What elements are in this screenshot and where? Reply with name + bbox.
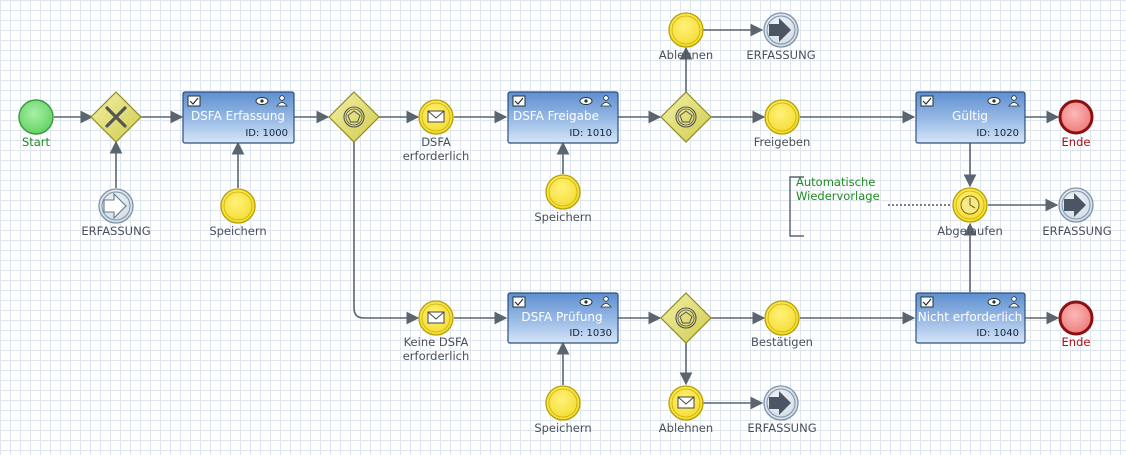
ablehnen-label: Ablehnen xyxy=(659,48,713,62)
eye-icon xyxy=(579,298,593,306)
task-name: DSFA Freigabe xyxy=(513,109,599,123)
event-speichern-2[interactable]: Speichern xyxy=(534,174,592,224)
task-id: ID: 1010 xyxy=(569,128,612,139)
annotation-line-2: Wiedervorlage xyxy=(796,189,880,203)
people-icon xyxy=(600,296,612,308)
envelope-icon xyxy=(427,110,445,123)
start-label: Start xyxy=(22,135,51,149)
gateway-event-based-2[interactable] xyxy=(660,91,712,143)
flow-gateway2-to-keine xyxy=(353,142,420,325)
people-icon xyxy=(1008,95,1020,107)
gateway-exclusive-1[interactable] xyxy=(90,91,142,143)
link-event-erfassung-2[interactable]: ERFASSUNG xyxy=(746,12,816,62)
clock-icon xyxy=(960,195,980,215)
annotation-line-1: Automatische xyxy=(796,175,875,189)
task-dsfa-erfassung[interactable]: DSFA Erfassung ID: 1000 xyxy=(182,91,295,144)
task-dsfa-pruefung[interactable]: DSFA Prüfung ID: 1030 xyxy=(507,292,619,344)
link-label: ERFASSUNG xyxy=(746,48,815,62)
task-name: Gültig xyxy=(952,109,988,123)
event-dsfa-erforderlich[interactable]: DSFA erforderlich xyxy=(403,99,470,163)
task-name: DSFA Erfassung xyxy=(191,109,285,123)
people-icon xyxy=(276,95,288,107)
x-icon xyxy=(105,106,127,128)
keine-label-line-1: Keine DSFA xyxy=(404,335,469,349)
link-event-erfassung-1[interactable]: ERFASSUNG xyxy=(81,188,151,238)
event-freigeben[interactable]: Freigeben xyxy=(754,99,811,149)
event-speichern-1[interactable]: Speichern xyxy=(209,188,267,238)
start-event[interactable]: Start xyxy=(18,99,54,149)
pentagon-icon xyxy=(679,110,693,123)
speichern-label: Speichern xyxy=(209,224,266,238)
arrow-right-icon xyxy=(769,391,791,415)
sequence-flows xyxy=(54,23,1060,410)
arrow-right-icon xyxy=(769,18,791,42)
task-nicht-erforderlich[interactable]: Nicht erforderlich ID: 1040 xyxy=(915,292,1026,344)
task-id: ID: 1000 xyxy=(245,128,288,139)
eye-icon xyxy=(255,97,269,105)
user-task-icon xyxy=(920,95,934,107)
people-icon xyxy=(600,95,612,107)
keine-label-line-2: erforderlich xyxy=(403,349,470,363)
bestaetigen-label: Bestätigen xyxy=(751,335,813,349)
task-name: Nicht erforderlich xyxy=(918,310,1022,324)
task-dsfa-freigabe[interactable]: DSFA Freigabe ID: 1010 xyxy=(507,91,619,144)
end-label: Ende xyxy=(1062,135,1091,149)
task-gueltig[interactable]: Gültig ID: 1020 xyxy=(915,91,1026,144)
user-task-icon xyxy=(920,296,934,308)
gateway-event-based-3[interactable] xyxy=(660,292,712,344)
people-icon xyxy=(1008,296,1020,308)
envelope-icon xyxy=(677,396,695,409)
event-bestaetigen[interactable]: Bestätigen xyxy=(751,300,813,349)
speichern-label: Speichern xyxy=(534,210,591,224)
gateway-event-based-1[interactable] xyxy=(328,91,380,143)
envelope-icon xyxy=(427,311,445,324)
link-label: ERFASSUNG xyxy=(81,224,150,238)
event-abgelaufen[interactable]: Abgelaufen xyxy=(937,187,1003,238)
user-task-icon xyxy=(187,95,201,107)
link-event-erfassung-4[interactable]: ERFASSUNG xyxy=(747,385,817,435)
dsfa-label-line-1: DSFA xyxy=(421,135,451,149)
arrow-right-icon xyxy=(1064,193,1086,217)
end-event-top[interactable]: Ende xyxy=(1058,99,1094,149)
arrow-right-outline-icon xyxy=(103,192,127,220)
eye-icon xyxy=(579,97,593,105)
abgelaufen-label: Abgelaufen xyxy=(937,224,1003,238)
ablehnen-label: Ablehnen xyxy=(659,421,713,435)
task-name: DSFA Prüfung xyxy=(521,310,602,324)
speichern-label: Speichern xyxy=(534,421,591,435)
event-ablehnen-top[interactable]: Ablehnen xyxy=(659,12,713,62)
link-label: ERFASSUNG xyxy=(1042,224,1111,238)
task-id: ID: 1030 xyxy=(569,328,612,339)
user-task-icon xyxy=(512,95,526,107)
user-task-icon xyxy=(512,296,526,308)
eye-icon xyxy=(987,97,1001,105)
link-label: ERFASSUNG xyxy=(747,421,816,435)
dsfa-label-line-2: erforderlich xyxy=(403,149,470,163)
end-event-bottom[interactable]: Ende xyxy=(1058,300,1094,349)
link-event-erfassung-3[interactable]: ERFASSUNG xyxy=(1042,187,1112,238)
pentagon-icon xyxy=(347,110,361,123)
task-id: ID: 1020 xyxy=(976,128,1019,139)
event-speichern-3[interactable]: Speichern xyxy=(534,385,592,435)
event-ablehnen-bottom[interactable]: Ablehnen xyxy=(659,385,713,435)
freigeben-label: Freigeben xyxy=(754,135,811,149)
eye-icon xyxy=(987,298,1001,306)
event-keine-dsfa-erforderlich[interactable]: Keine DSFA erforderlich xyxy=(403,300,470,363)
annotation-wiedervorlage[interactable]: Automatische Wiedervorlage xyxy=(789,175,952,237)
task-id: ID: 1040 xyxy=(976,328,1019,339)
end-label: Ende xyxy=(1062,335,1091,349)
pentagon-icon xyxy=(679,311,693,324)
